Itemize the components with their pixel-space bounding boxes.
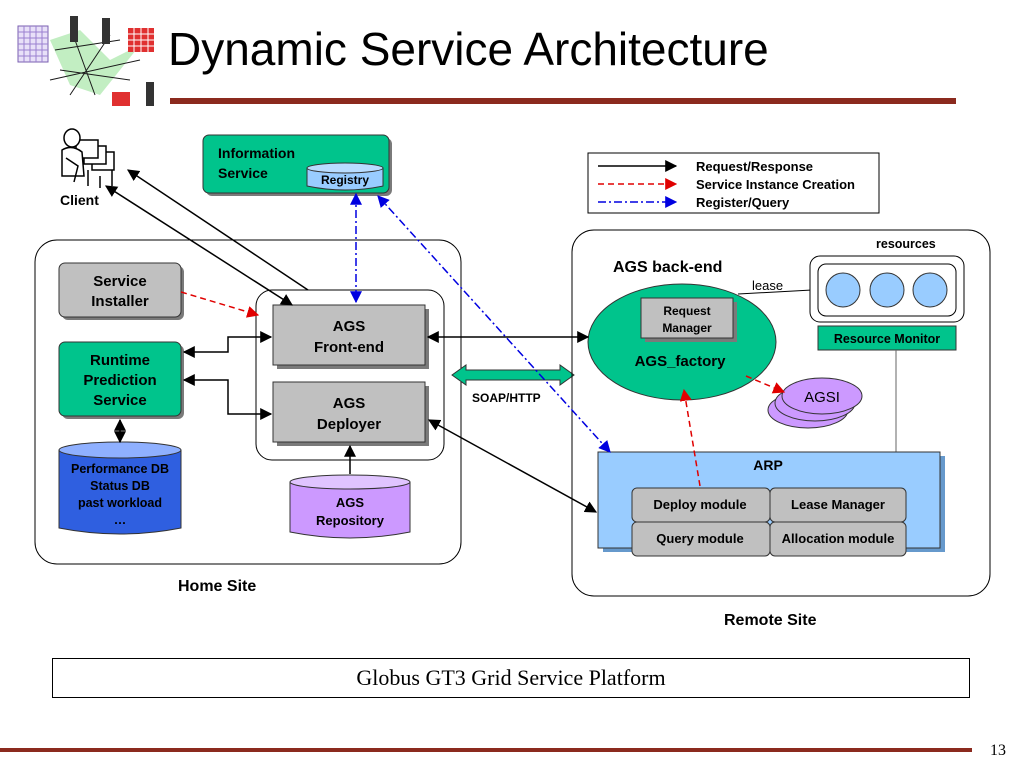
allocation-module-label: Allocation module [782, 531, 895, 546]
runtime-prediction-line1: Runtime [90, 352, 150, 369]
ags-factory-label: AGS_factory [635, 353, 727, 370]
ags-repository-cylinder: AGS Repository [289, 474, 411, 539]
service-installer-line1: Service [93, 273, 146, 290]
registry-label: Registry [321, 173, 369, 187]
resource-monitor-box: Resource Monitor [817, 325, 957, 351]
remote-site-label: Remote Site [724, 612, 817, 629]
query-module-label: Query module [656, 531, 743, 546]
ags-backend-label: AGS back-end [613, 259, 722, 276]
resource-node-2 [869, 272, 905, 308]
information-service-line1: Information [218, 145, 295, 161]
request-manager-box: Request Manager [640, 297, 737, 342]
lease-line [737, 289, 813, 295]
client-users-icon [61, 128, 115, 188]
ags-frontend-line2: Front-end [314, 339, 384, 356]
agsi-instances: AGSI [767, 377, 863, 429]
agsi-label: AGSI [804, 389, 840, 406]
footer-rule [0, 748, 972, 752]
resource-node-1 [825, 272, 861, 308]
deploy-module-box: Deploy module [631, 487, 771, 523]
slide-title: Dynamic Service Architecture [168, 23, 769, 75]
ags-repository-line2: Repository [316, 513, 385, 528]
soap-http-arrow: SOAP/HTTP [451, 364, 575, 405]
platform-box: Globus GT3 Grid Service Platform [52, 658, 970, 698]
legend-register-query: Register/Query [696, 195, 790, 210]
legend-request-response: Request/Response [696, 159, 813, 174]
legend-service-instance-creation: Service Instance Creation [696, 177, 855, 192]
lease-manager-label: Lease Manager [791, 497, 885, 512]
lease-manager-box: Lease Manager [769, 487, 907, 523]
ags-frontend-line1: AGS [333, 318, 366, 335]
soap-http-label: SOAP/HTTP [472, 391, 541, 405]
resources-label: resources [876, 237, 936, 251]
connector-lines [104, 169, 786, 513]
resource-monitor-label: Resource Monitor [834, 332, 940, 346]
ags-repository-line1: AGS [336, 495, 365, 510]
ags-deployer-line1: AGS [333, 395, 366, 412]
query-module-box: Query module [631, 521, 771, 557]
deploy-module-label: Deploy module [653, 497, 746, 512]
resource-node-3 [912, 272, 948, 308]
runtime-prediction-line3: Service [93, 392, 146, 409]
request-manager-line1: Request [663, 304, 710, 318]
ags-deployer-line2: Deployer [317, 416, 381, 433]
db-line3: past workload [78, 496, 162, 510]
runtime-prediction-box: Runtime Prediction Service [58, 341, 184, 419]
ags-frontend-box: AGS Front-end [272, 304, 429, 369]
lease-label: lease [752, 278, 783, 293]
grid-logo-icon [17, 16, 154, 106]
arp-label: ARP [753, 457, 783, 473]
title-rule [170, 98, 956, 104]
db-line1: Performance DB [71, 462, 169, 476]
request-manager-line2: Manager [662, 321, 712, 335]
client-label: Client [60, 192, 99, 208]
page-number: 13 [990, 742, 1006, 759]
service-installer-line2: Installer [91, 293, 149, 310]
registry-cylinder: Registry [306, 162, 384, 191]
information-service-line2: Service [218, 165, 268, 181]
legend: Request/Response Service Instance Creati… [587, 152, 880, 214]
allocation-module-box: Allocation module [769, 521, 907, 557]
ags-deployer-box: AGS Deployer [272, 381, 429, 446]
runtime-prediction-line2: Prediction [83, 372, 156, 389]
service-installer-box: Service Installer [58, 262, 184, 320]
db-line2: Status DB [90, 479, 150, 493]
performance-db-cylinder: Performance DB Status DB past workload … [58, 441, 182, 535]
home-site-label: Home Site [178, 578, 256, 595]
db-line4: … [114, 513, 127, 527]
